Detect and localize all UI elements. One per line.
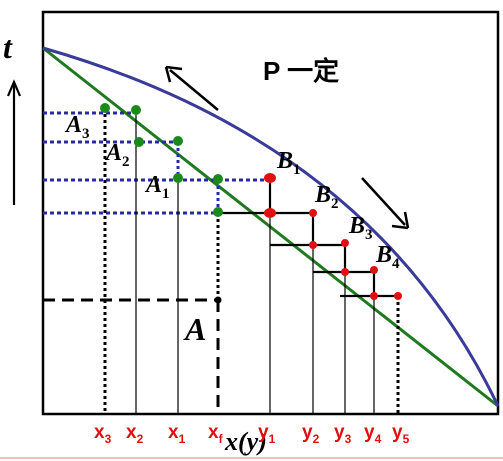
red-point-b4 bbox=[370, 266, 378, 274]
tick-y1: y1 bbox=[258, 422, 276, 446]
red-point-b1 bbox=[264, 173, 276, 183]
vertical-dotted-lines bbox=[103, 108, 400, 414]
tick-x2: x2 bbox=[126, 422, 144, 446]
point-label-A2: A2 bbox=[104, 140, 130, 170]
arrow-down-right-shaft bbox=[361, 177, 406, 226]
point-A-marker bbox=[214, 296, 222, 304]
x-axis-label: x(y) bbox=[224, 427, 267, 456]
green-point-top-x2 bbox=[131, 105, 141, 115]
tick-y4: y4 bbox=[364, 422, 382, 446]
x-tick-labels: x3 x2 x1 xf y1 y2 y3 y4 y5 bbox=[94, 422, 410, 446]
red-points bbox=[264, 173, 402, 300]
green-point-a2 bbox=[134, 137, 144, 147]
red-point-b2-low bbox=[309, 241, 317, 249]
arrow-up-left-shaft bbox=[169, 69, 219, 111]
arrow-down-right bbox=[361, 177, 410, 230]
point-label-B2: B2 bbox=[314, 182, 339, 212]
point-label-A1: A1 bbox=[144, 172, 170, 202]
t-axis-label: t bbox=[3, 29, 13, 65]
arrow-down-right-head bbox=[391, 211, 410, 230]
green-point-a1 bbox=[173, 173, 183, 183]
vertical-solid-lines bbox=[135, 110, 375, 414]
point-label-B1: B1 bbox=[276, 148, 301, 178]
point-label-B4: B4 bbox=[375, 242, 400, 272]
arrow-up-left bbox=[164, 65, 219, 111]
dew-point-curve bbox=[42, 46, 500, 407]
t-axis-arrow-head bbox=[6, 79, 22, 97]
vertical-blue-dotted-lines bbox=[176, 142, 220, 213]
isotherm-dotted-lines bbox=[43, 111, 270, 215]
red-point-b1-low bbox=[264, 208, 276, 218]
green-points bbox=[100, 103, 223, 217]
t-axis-arrow bbox=[6, 79, 22, 205]
feed-dashed-lines bbox=[43, 298, 220, 414]
tick-y2: y2 bbox=[302, 422, 320, 446]
red-point-b5 bbox=[394, 292, 402, 300]
tick-x1: x1 bbox=[168, 422, 186, 446]
point-label-A: A bbox=[183, 311, 206, 347]
red-point-b3 bbox=[341, 239, 349, 247]
tick-y3: y3 bbox=[334, 422, 352, 446]
green-point-top-x1 bbox=[173, 136, 183, 146]
red-point-b4-low bbox=[370, 292, 378, 300]
point-label-B3: B3 bbox=[348, 213, 373, 243]
red-point-b3-low bbox=[341, 268, 349, 276]
green-point-a3 bbox=[100, 103, 110, 113]
red-point-b2 bbox=[309, 209, 317, 217]
condition-label: P 一定 bbox=[263, 56, 339, 86]
tick-xf: xf bbox=[208, 422, 224, 446]
point-label-A3: A3 bbox=[64, 112, 90, 142]
green-point-top-xf bbox=[213, 174, 223, 184]
tick-y5: y5 bbox=[392, 422, 410, 446]
green-point-feed bbox=[213, 207, 223, 217]
tick-x3: x3 bbox=[94, 422, 112, 446]
arrow-up-left-head bbox=[164, 65, 183, 83]
